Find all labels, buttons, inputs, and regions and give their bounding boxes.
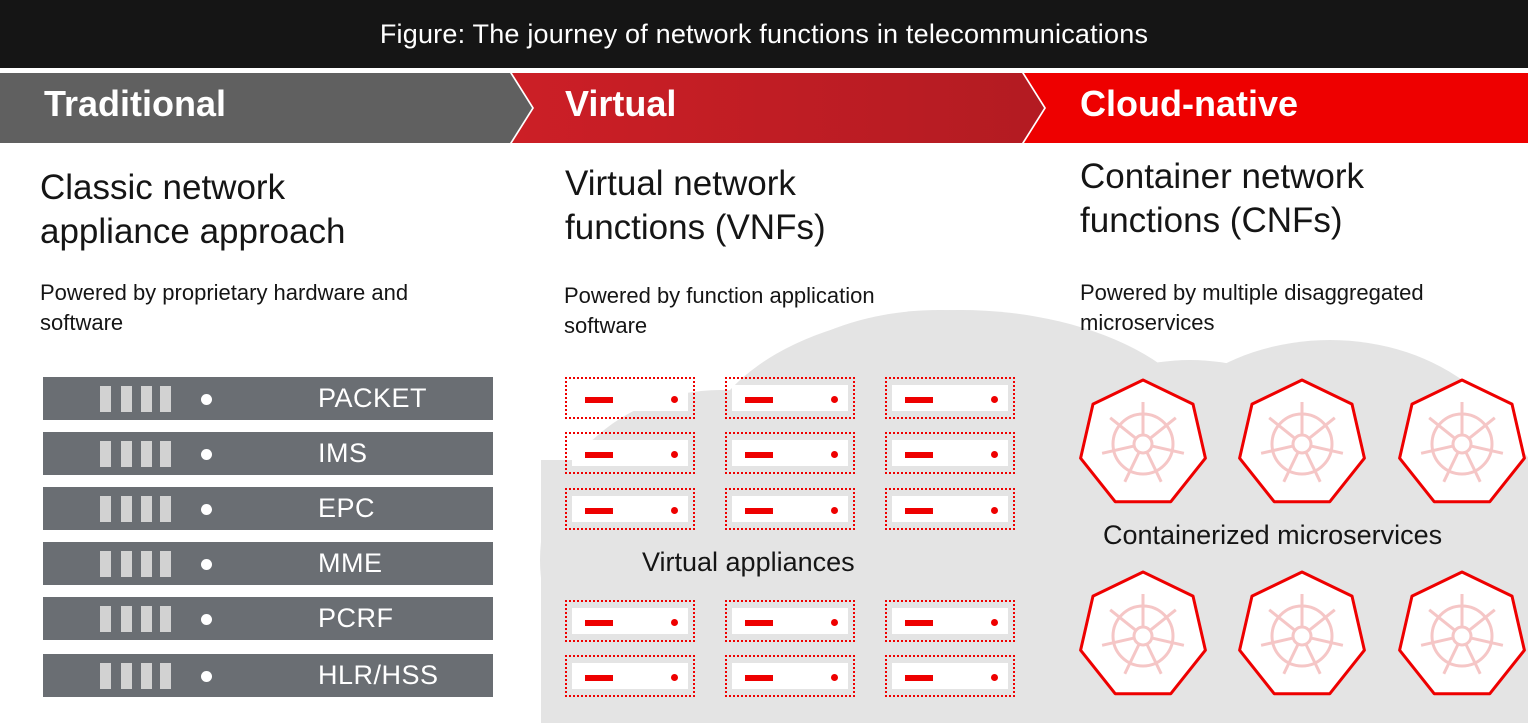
chevron-virtual <box>512 73 1044 143</box>
chevron-cloud-native <box>1024 73 1528 143</box>
stage-chevron-bar <box>0 73 1528 143</box>
stage-label-cloud-native: Cloud-native <box>1080 83 1299 124</box>
cloud-native-title-line1: Container network <box>1080 157 1365 196</box>
containerized-microservices-label: Containerized microservices <box>1103 520 1443 550</box>
traditional-subtitle-line2: software <box>40 310 124 335</box>
hardware-appliance-label: EPC <box>318 493 376 523</box>
vent-bar <box>160 441 171 467</box>
stage-label-traditional: Traditional <box>44 83 227 124</box>
status-led-icon <box>201 394 212 405</box>
vent-bar <box>121 496 132 522</box>
kubernetes-helm-icon <box>1077 376 1209 508</box>
vent-bar <box>160 551 171 577</box>
virtual-server-icon <box>725 377 855 419</box>
traditional-title-line1: Classic network <box>40 168 286 207</box>
traditional-title-line2: appliance approach <box>40 212 346 251</box>
virtual-appliances-label: Virtual appliances <box>642 547 855 577</box>
traditional-title: Classic network appliance approach <box>40 166 346 254</box>
vent-bar <box>121 441 132 467</box>
hardware-appliance: HLR/HSS <box>43 654 493 697</box>
virtual-server-icon <box>885 377 1015 419</box>
kubernetes-helm-icon <box>1396 376 1528 508</box>
traditional-subtitle-line1: Powered by proprietary hardware and <box>40 280 409 305</box>
status-led-icon <box>201 559 212 570</box>
virtual-title: Virtual network functions (VNFs) <box>565 162 826 250</box>
vent-bar <box>121 551 132 577</box>
virtual-server-icon <box>725 655 855 697</box>
virtual-server-icon <box>885 488 1015 530</box>
hardware-appliance-label: PACKET <box>318 383 428 413</box>
cloud-native-title: Container network functions (CNFs) <box>1080 155 1364 243</box>
kubernetes-helm-icon <box>1077 568 1209 700</box>
vent-bar <box>121 606 132 632</box>
kubernetes-helm-icon <box>1396 568 1528 700</box>
virtual-server-icon <box>725 488 855 530</box>
virtual-server-icon <box>565 488 695 530</box>
cloud-native-subtitle-line1: Powered by multiple disaggregated <box>1080 280 1424 305</box>
virtual-title-line1: Virtual network <box>565 164 796 203</box>
vent-bar <box>141 551 152 577</box>
hardware-appliance: PCRF <box>43 597 493 640</box>
virtual-title-line2: functions (VNFs) <box>565 208 826 247</box>
virtual-subtitle-line1: Powered by function application <box>564 283 875 308</box>
vent-bar <box>100 441 111 467</box>
virtual-server-icon <box>725 600 855 642</box>
chevron-traditional <box>0 73 532 143</box>
traditional-subtitle: Powered by proprietary hardware and soft… <box>40 278 408 338</box>
hardware-appliance-label: MME <box>318 548 383 578</box>
virtual-server-icon <box>885 432 1015 474</box>
vent-bar <box>100 606 111 632</box>
vent-bar <box>100 386 111 412</box>
cloud-native-subtitle: Powered by multiple disaggregated micros… <box>1080 278 1424 338</box>
virtual-subtitle: Powered by function application software <box>564 281 875 341</box>
vent-bar <box>100 551 111 577</box>
cloud-native-subtitle-line2: microservices <box>1080 310 1215 335</box>
hardware-appliance-label: PCRF <box>318 603 394 633</box>
vent-bar <box>100 663 111 689</box>
virtual-server-icon <box>565 655 695 697</box>
hardware-appliance: MME <box>43 542 493 585</box>
hardware-appliance: IMS <box>43 432 493 475</box>
vent-bar <box>160 606 171 632</box>
status-led-icon <box>201 671 212 682</box>
hardware-appliance: PACKET <box>43 377 493 420</box>
virtual-server-icon <box>885 600 1015 642</box>
virtual-server-icon <box>725 432 855 474</box>
stage-label-virtual: Virtual <box>565 83 677 124</box>
vent-bar <box>121 663 132 689</box>
figure-title: Figure: The journey of network functions… <box>0 0 1528 68</box>
virtual-server-icon <box>565 432 695 474</box>
cloud-native-title-line2: functions (CNFs) <box>1080 201 1343 240</box>
vent-bar <box>141 496 152 522</box>
status-led-icon <box>201 614 212 625</box>
status-led-icon <box>201 504 212 515</box>
vent-bar <box>141 663 152 689</box>
virtual-server-icon <box>885 655 1015 697</box>
vent-bar <box>160 386 171 412</box>
hardware-appliance-label: IMS <box>318 438 368 468</box>
virtual-server-icon <box>565 600 695 642</box>
kubernetes-helm-icon <box>1236 376 1368 508</box>
kubernetes-helm-icon <box>1236 568 1368 700</box>
vent-bar <box>141 441 152 467</box>
vent-bar <box>160 663 171 689</box>
vent-bar <box>141 386 152 412</box>
vent-bar <box>141 606 152 632</box>
vent-bar <box>100 496 111 522</box>
status-led-icon <box>201 449 212 460</box>
virtual-server-icon <box>565 377 695 419</box>
hardware-appliance: EPC <box>43 487 493 530</box>
vent-bar <box>121 386 132 412</box>
vent-bar <box>160 496 171 522</box>
virtual-subtitle-line2: software <box>564 313 648 338</box>
hardware-appliance-label: HLR/HSS <box>318 660 439 690</box>
